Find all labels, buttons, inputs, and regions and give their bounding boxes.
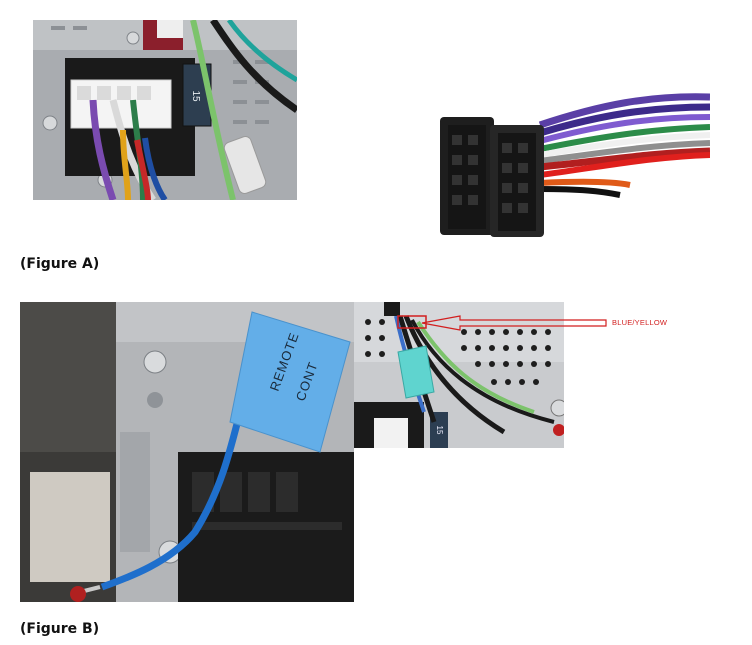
figure-b-remote-wire-photo: REMOTE CONT — [20, 302, 354, 602]
figure-a-caption: (Figure A) — [20, 256, 100, 272]
figure-a-iso-harness-photo — [430, 85, 710, 245]
annotation-arrow — [421, 315, 607, 331]
blue-yellow-annotation: BLUE/YELLOW — [612, 318, 668, 327]
remote-wire-illustration: REMOTE CONT — [20, 302, 354, 602]
iso-harness-illustration — [430, 85, 710, 245]
radio-back-illustration: 15 — [33, 20, 297, 200]
figure-a-radio-back-photo: 15 — [33, 20, 297, 200]
fuse-label-b: 15 — [435, 426, 444, 435]
fuse-label-a: 15 — [190, 90, 201, 102]
figure-b-caption: (Figure B) — [20, 621, 100, 637]
